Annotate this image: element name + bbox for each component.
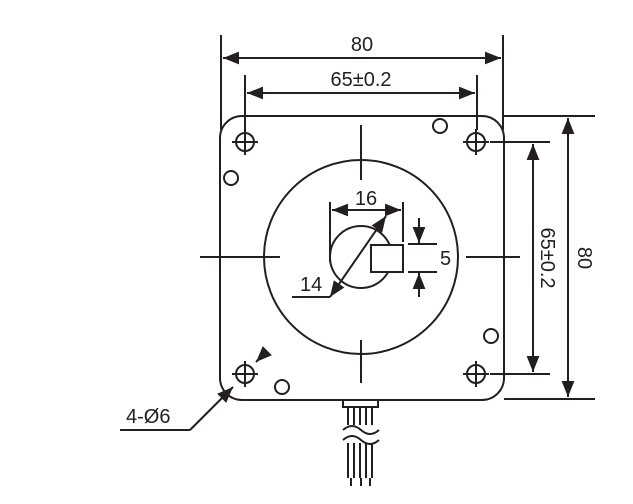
- mounting-hole: [232, 129, 258, 155]
- shaft-key: [370, 244, 404, 273]
- small-holes: [223, 118, 499, 395]
- dim-mounting-holes: 4-Ø6: [126, 406, 170, 428]
- mounting-hole: [232, 361, 258, 387]
- mounting-hole: [463, 129, 489, 155]
- dim-hole-spacing-height: 65±0.2: [536, 227, 558, 288]
- dimension-80-right: [504, 115, 595, 400]
- hole-leader: [120, 346, 272, 431]
- dimension-14: [292, 215, 387, 298]
- dimension-65-right: [490, 141, 550, 375]
- mounting-hole: [463, 361, 489, 387]
- dimension-65-top: [244, 75, 478, 130]
- dimension-5: [408, 218, 437, 297]
- dim-shaft-diameter: 14: [300, 274, 322, 296]
- dim-shaft-flat: 16: [355, 188, 377, 210]
- dimension-80-top: [220, 35, 504, 130]
- dim-overall-height: 80: [573, 247, 595, 269]
- dim-hole-spacing-width: 65±0.2: [330, 69, 391, 91]
- lead-wires: [342, 400, 380, 486]
- dim-overall-width: 80: [351, 34, 373, 56]
- center-lines: [200, 125, 520, 383]
- mounting-holes: [232, 129, 489, 387]
- dim-key-height: 5: [440, 248, 451, 270]
